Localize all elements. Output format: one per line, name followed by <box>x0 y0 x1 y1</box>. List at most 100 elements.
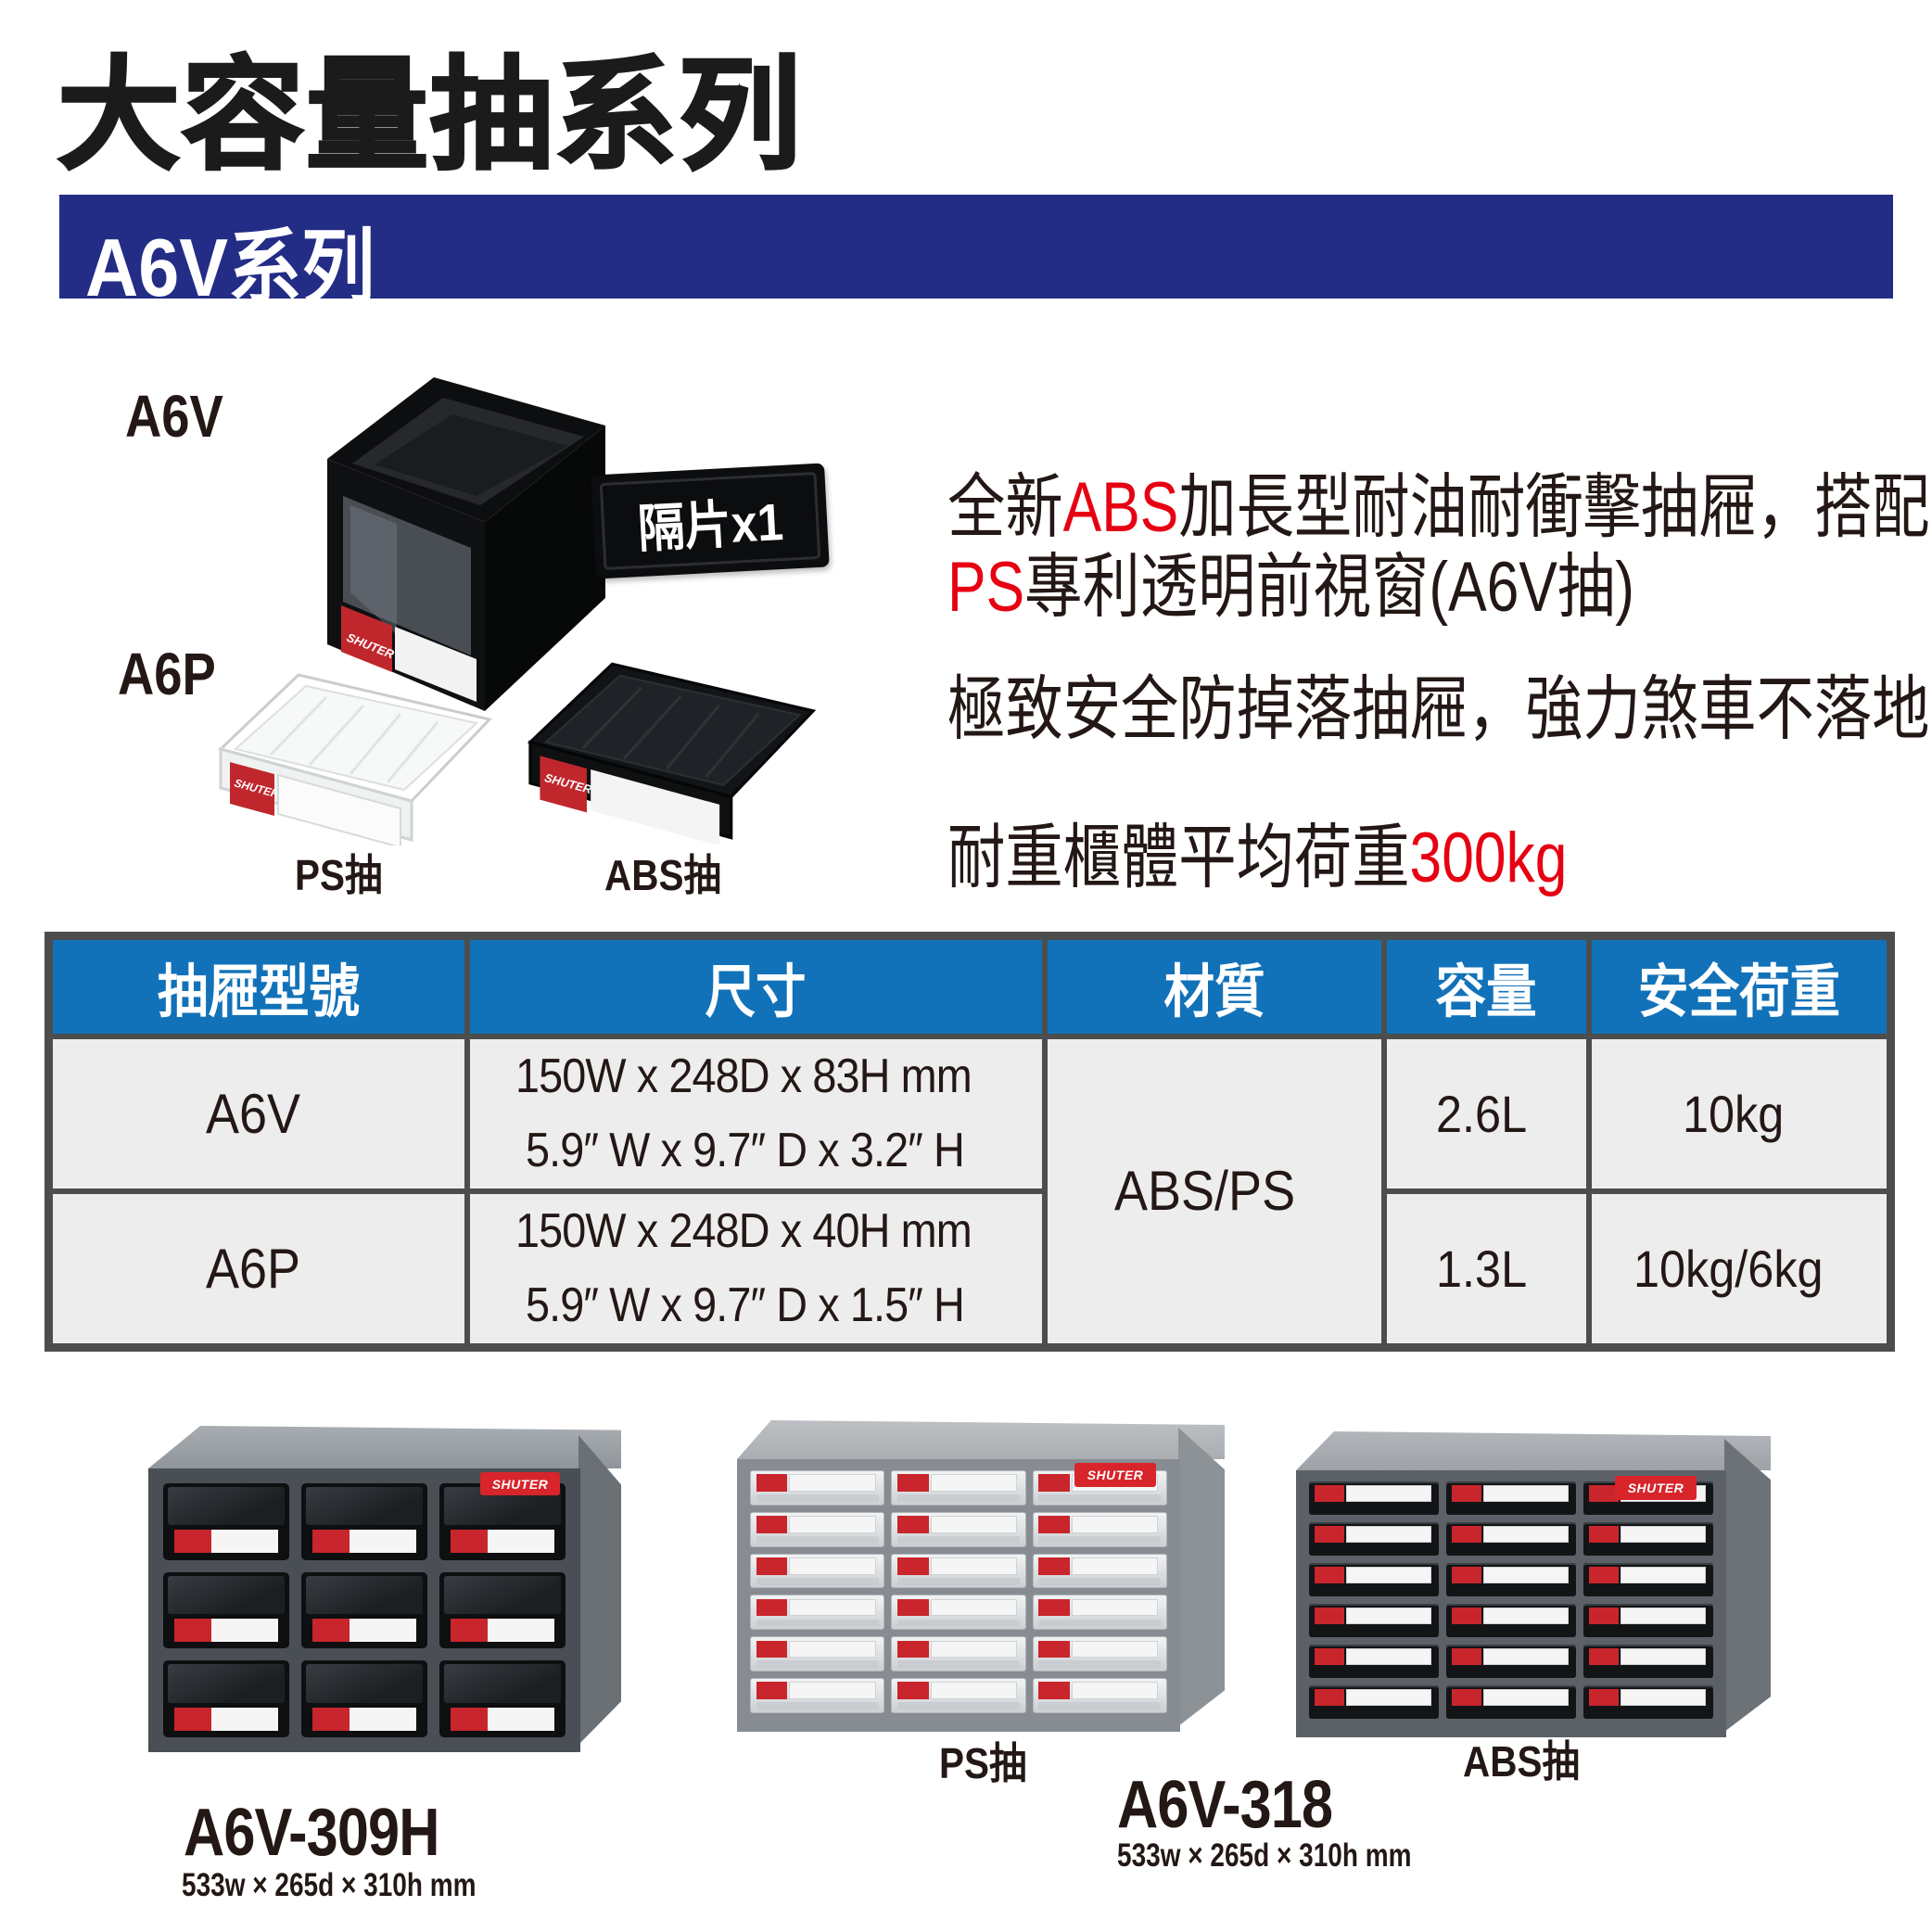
drawer-cell <box>750 1636 885 1672</box>
spec-table-container: 抽屜型號 尺寸 材質 容量 安全荷重 A6V 150W x 248D x 83H… <box>44 932 1895 1352</box>
shuter-logo-badge: SHUTER <box>1615 1476 1697 1500</box>
description-line-1: 全新ABS加長型耐油耐衝擊抽屜，搭配 <box>947 468 1930 547</box>
abs-drawer-photo: SHUTER <box>527 662 817 844</box>
drawer-cell <box>1309 1522 1439 1556</box>
drawer-cell <box>750 1678 885 1713</box>
series-banner: A6V系列 <box>59 195 1893 313</box>
drawer-cell <box>1309 1481 1439 1515</box>
col-header-material: 材質 <box>1042 933 1388 1039</box>
drawer-cell <box>891 1511 1026 1547</box>
cabinet-front-face <box>1296 1470 1726 1737</box>
ps-drawer-caption: PS抽 <box>295 851 383 899</box>
drawer-cell <box>1309 1604 1439 1637</box>
ps-drawer-photo: SHUTER <box>218 673 492 845</box>
drawer-cell <box>1309 1685 1439 1719</box>
drawer-cell <box>1032 1636 1167 1672</box>
drawer-cell <box>163 1660 289 1737</box>
cell-capacity: 1.3L <box>1381 1188 1592 1351</box>
drawer-cell <box>750 1511 885 1547</box>
ps-cabinet-caption: PS抽 <box>939 1739 1027 1787</box>
drawer-cell <box>1446 1604 1576 1637</box>
divider-plate-photo: 隔片x1 <box>591 463 830 579</box>
drawer-cell <box>1583 1563 1713 1596</box>
divider-plate-panel: 隔片x1 <box>599 471 821 571</box>
series-banner-label: A6V系列 <box>85 222 375 313</box>
drawer-cell <box>1032 1595 1167 1631</box>
col-header-load: 安全荷重 <box>1585 933 1894 1039</box>
drawer-cell <box>1446 1481 1576 1515</box>
description-line-2: PS專利透明前視窗(A6V抽) <box>947 548 1635 627</box>
page-title: 大容量抽系列 <box>57 46 803 185</box>
cabinet-top-face <box>148 1426 621 1468</box>
drawer-cell <box>891 1595 1026 1631</box>
highlight-300kg: 300kg <box>1409 819 1568 897</box>
cell-size: 150W x 248D x 83H mm 5.9″ W x 9.7″ D x 3… <box>464 1033 1049 1194</box>
drawer-cell <box>301 1483 427 1560</box>
cabinet-side-face <box>1724 1439 1771 1732</box>
divider-label: 隔片x1 <box>636 491 785 558</box>
spec-header-row: 抽屜型號 尺寸 材質 容量 安全荷重 <box>45 933 1894 1039</box>
cabinet-a6v-318-ps-photo: SHUTER <box>737 1420 1225 1732</box>
drawer-cell <box>1583 1645 1713 1678</box>
drawer-cell <box>891 1678 1026 1713</box>
drawer-cell <box>1583 1522 1713 1556</box>
drawer-cell <box>891 1470 1026 1506</box>
a6v-product-label: A6V <box>125 383 223 450</box>
col-header-capacity: 容量 <box>1381 933 1592 1039</box>
drawer-grid <box>750 1470 1167 1713</box>
description-line-4: 耐重櫃體平均荷重300kg <box>947 819 1568 897</box>
drawer-cell <box>891 1553 1026 1589</box>
spec-row-a6v: A6V 150W x 248D x 83H mm 5.9″ W x 9.7″ D… <box>45 1033 1894 1351</box>
cabinet-a6v-318-abs-photo: SHUTER <box>1296 1431 1771 1737</box>
drawer-cell <box>1583 1685 1713 1719</box>
drawer-cell <box>1446 1685 1576 1719</box>
drawer-cell <box>1446 1563 1576 1596</box>
shuter-logo-badge: SHUTER <box>480 1472 560 1495</box>
drawer-cell <box>750 1595 885 1631</box>
drawer-cell <box>163 1483 289 1560</box>
drawer-cell <box>891 1636 1026 1672</box>
drawer-cell <box>163 1571 289 1649</box>
cabinet-side-face <box>1178 1428 1225 1726</box>
drawer-grid <box>163 1483 566 1737</box>
col-header-model: 抽屜型號 <box>45 933 470 1039</box>
drawer-cell <box>1309 1645 1439 1678</box>
cell-capacity: 2.6L <box>1381 1033 1592 1194</box>
drawer-cell <box>1309 1563 1439 1596</box>
cell-load: 10kg/6kg <box>1585 1188 1894 1351</box>
drawer-cell <box>1446 1522 1576 1556</box>
drawer-cell <box>1032 1553 1167 1589</box>
cabinet-a6v-309h-photo: SHUTER <box>148 1426 621 1752</box>
drawer-cell <box>1446 1645 1576 1678</box>
model-name-a6v-309h: A6V-309H <box>184 1796 439 1870</box>
cell-size: 150W x 248D x 40H mm 5.9″ W x 9.7″ D x 1… <box>464 1188 1049 1351</box>
dimensions-a6v-309h: 533w × 265d × 310h mm <box>182 1867 477 1903</box>
col-header-size: 尺寸 <box>464 933 1049 1039</box>
cell-model: A6V <box>45 1033 470 1194</box>
drawer-cell <box>301 1571 427 1649</box>
drawer-cell <box>1032 1511 1167 1547</box>
highlight-abs: ABS <box>1062 468 1179 547</box>
highlight-ps: PS <box>947 548 1025 627</box>
drawer-cell <box>439 1571 566 1649</box>
drawer-cell <box>750 1553 885 1589</box>
dimensions-a6v-318: 533w × 265d × 310h mm <box>1117 1837 1412 1874</box>
a6p-product-label: A6P <box>118 641 216 707</box>
abs-drawer-caption: ABS抽 <box>604 851 721 899</box>
cell-material-shared: ABS/PS <box>1042 1033 1388 1351</box>
drawer-cell <box>1032 1678 1167 1713</box>
abs-cabinet-caption: ABS抽 <box>1463 1737 1580 1786</box>
cell-load: 10kg <box>1585 1033 1894 1194</box>
shuter-logo-badge: SHUTER <box>1074 1463 1156 1487</box>
drawer-cell <box>439 1660 566 1737</box>
cell-model: A6P <box>45 1188 470 1351</box>
cabinet-side-face <box>578 1435 621 1745</box>
cabinet-front-face <box>148 1468 580 1752</box>
drawer-grid <box>1309 1481 1713 1719</box>
a6v-drawer-photo: SHUTER <box>327 377 605 711</box>
spec-table: 抽屜型號 尺寸 材質 容量 安全荷重 A6V 150W x 248D x 83H… <box>44 932 1895 1352</box>
model-name-a6v-318: A6V-318 <box>1117 1768 1333 1842</box>
drawer-cell <box>301 1660 427 1737</box>
drawer-cell <box>750 1470 885 1506</box>
